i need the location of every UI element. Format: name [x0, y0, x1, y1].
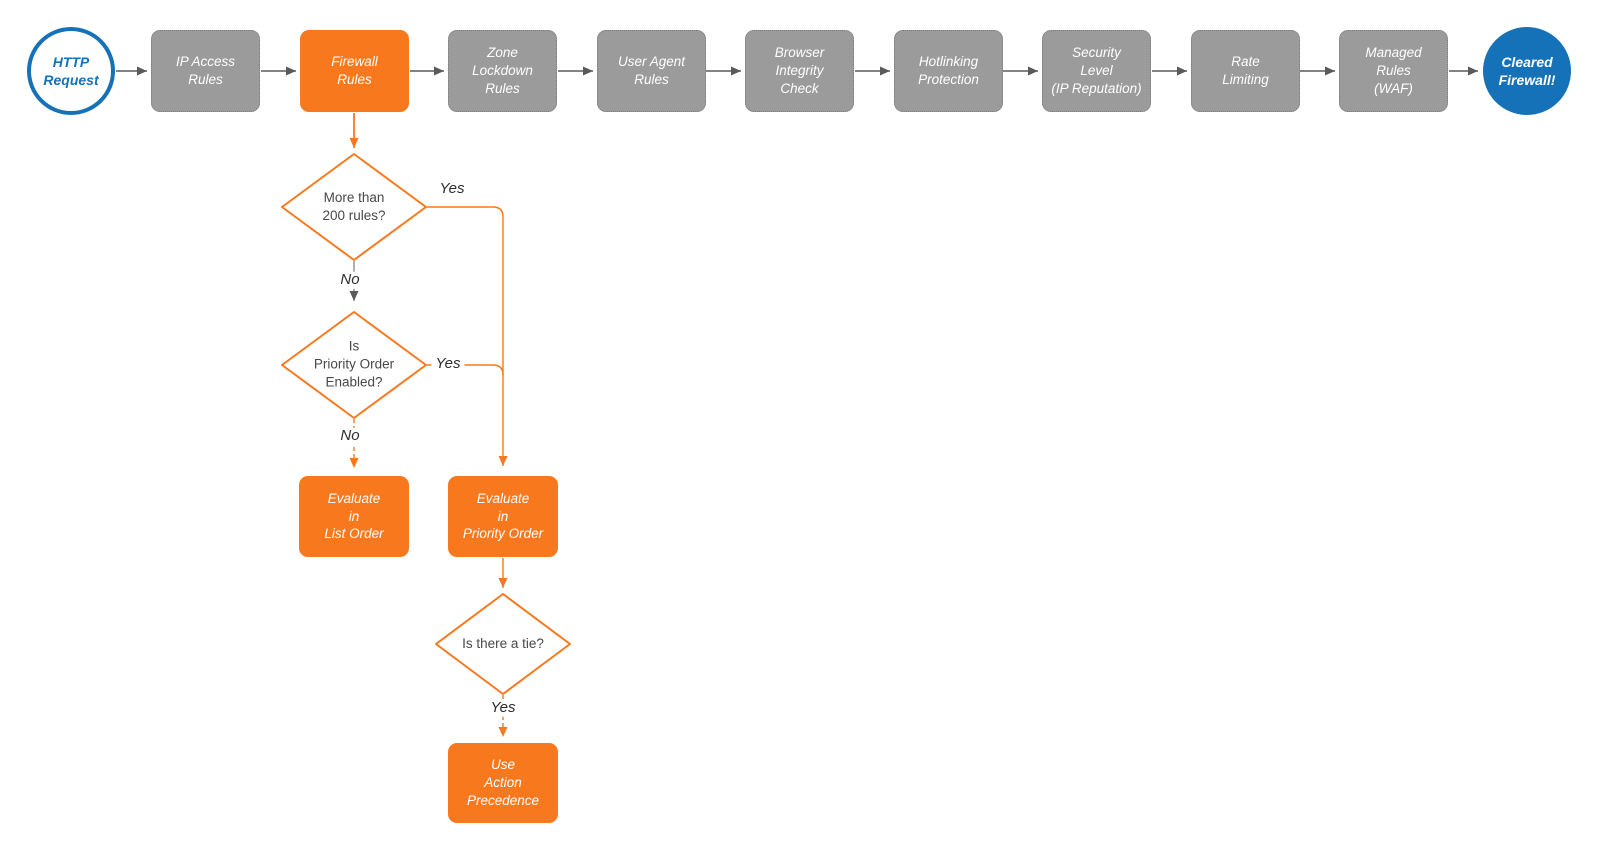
- edge-label-decision3-yes: Yes: [486, 699, 520, 717]
- stage-zone-lockdown-rules: Zone Lockdown Rules: [448, 30, 557, 112]
- stage-user-agent-rules: User Agent Rules: [597, 30, 706, 112]
- decision-tie-label: Is there a tie?: [462, 635, 544, 651]
- decision-more-than-200-label: More than 200 rules?: [322, 189, 386, 223]
- stage-label: Hotlinking Protection: [918, 54, 979, 87]
- stage-label: Browser Integrity Check: [774, 45, 825, 96]
- stage-label: User Agent Rules: [617, 54, 686, 87]
- connector-decision1-yes: [427, 206, 508, 466]
- stage-managed-rules-waf: Managed Rules (WAF): [1339, 30, 1448, 112]
- stage-rate-limiting: Rate Limiting: [1191, 30, 1300, 112]
- stage-label: Zone Lockdown Rules: [472, 45, 533, 96]
- cleared-firewall-label: Cleared Firewall!: [1498, 53, 1556, 88]
- node-http-request: HTTP Request: [27, 27, 115, 115]
- stage-label: Managed Rules (WAF): [1365, 45, 1422, 96]
- stage-ip-access-rules: IP Access Rules: [151, 30, 260, 112]
- decision-priority-order-label: Is Priority Order Enabled?: [313, 338, 395, 391]
- connector-decision2-yes: [427, 364, 504, 376]
- decision-diamond-priority-order: [281, 311, 427, 419]
- stage-browser-integrity-check: Browser Integrity Check: [745, 30, 854, 112]
- decision-diamond-tie: [435, 593, 571, 695]
- edge-label-decision2-yes: Yes: [431, 355, 465, 373]
- stage-security-level: Security Level (IP Reputation): [1042, 30, 1151, 112]
- stage-label: Firewall Rules: [331, 54, 378, 87]
- outcome-evaluate-list-order: Evaluate in List Order: [299, 476, 409, 557]
- stage-hotlinking-protection: Hotlinking Protection: [894, 30, 1003, 112]
- outcome-label: Use Action Precedence: [466, 757, 540, 808]
- outcome-evaluate-priority-order: Evaluate in Priority Order: [448, 476, 558, 557]
- stage-label: IP Access Rules: [175, 54, 236, 87]
- outcome-use-action-precedence: Use Action Precedence: [448, 743, 558, 823]
- http-request-label: HTTP Request: [43, 53, 99, 88]
- stage-firewall-rules: Firewall Rules: [300, 30, 409, 112]
- outcome-label: Evaluate in List Order: [324, 490, 384, 542]
- decision-diamond-more-than-200: [281, 153, 427, 261]
- edge-label-decision2-no: No: [336, 427, 364, 445]
- edge-label-decision1-no: No: [336, 271, 364, 289]
- decision-diamonds: [281, 153, 571, 695]
- edge-label-decision1-yes: Yes: [435, 180, 469, 198]
- stage-label: Security Level (IP Reputation): [1051, 45, 1142, 96]
- stage-label: Rate Limiting: [1222, 54, 1269, 87]
- node-cleared-firewall: Cleared Firewall!: [1483, 27, 1571, 115]
- outcome-label: Evaluate in Priority Order: [462, 490, 544, 542]
